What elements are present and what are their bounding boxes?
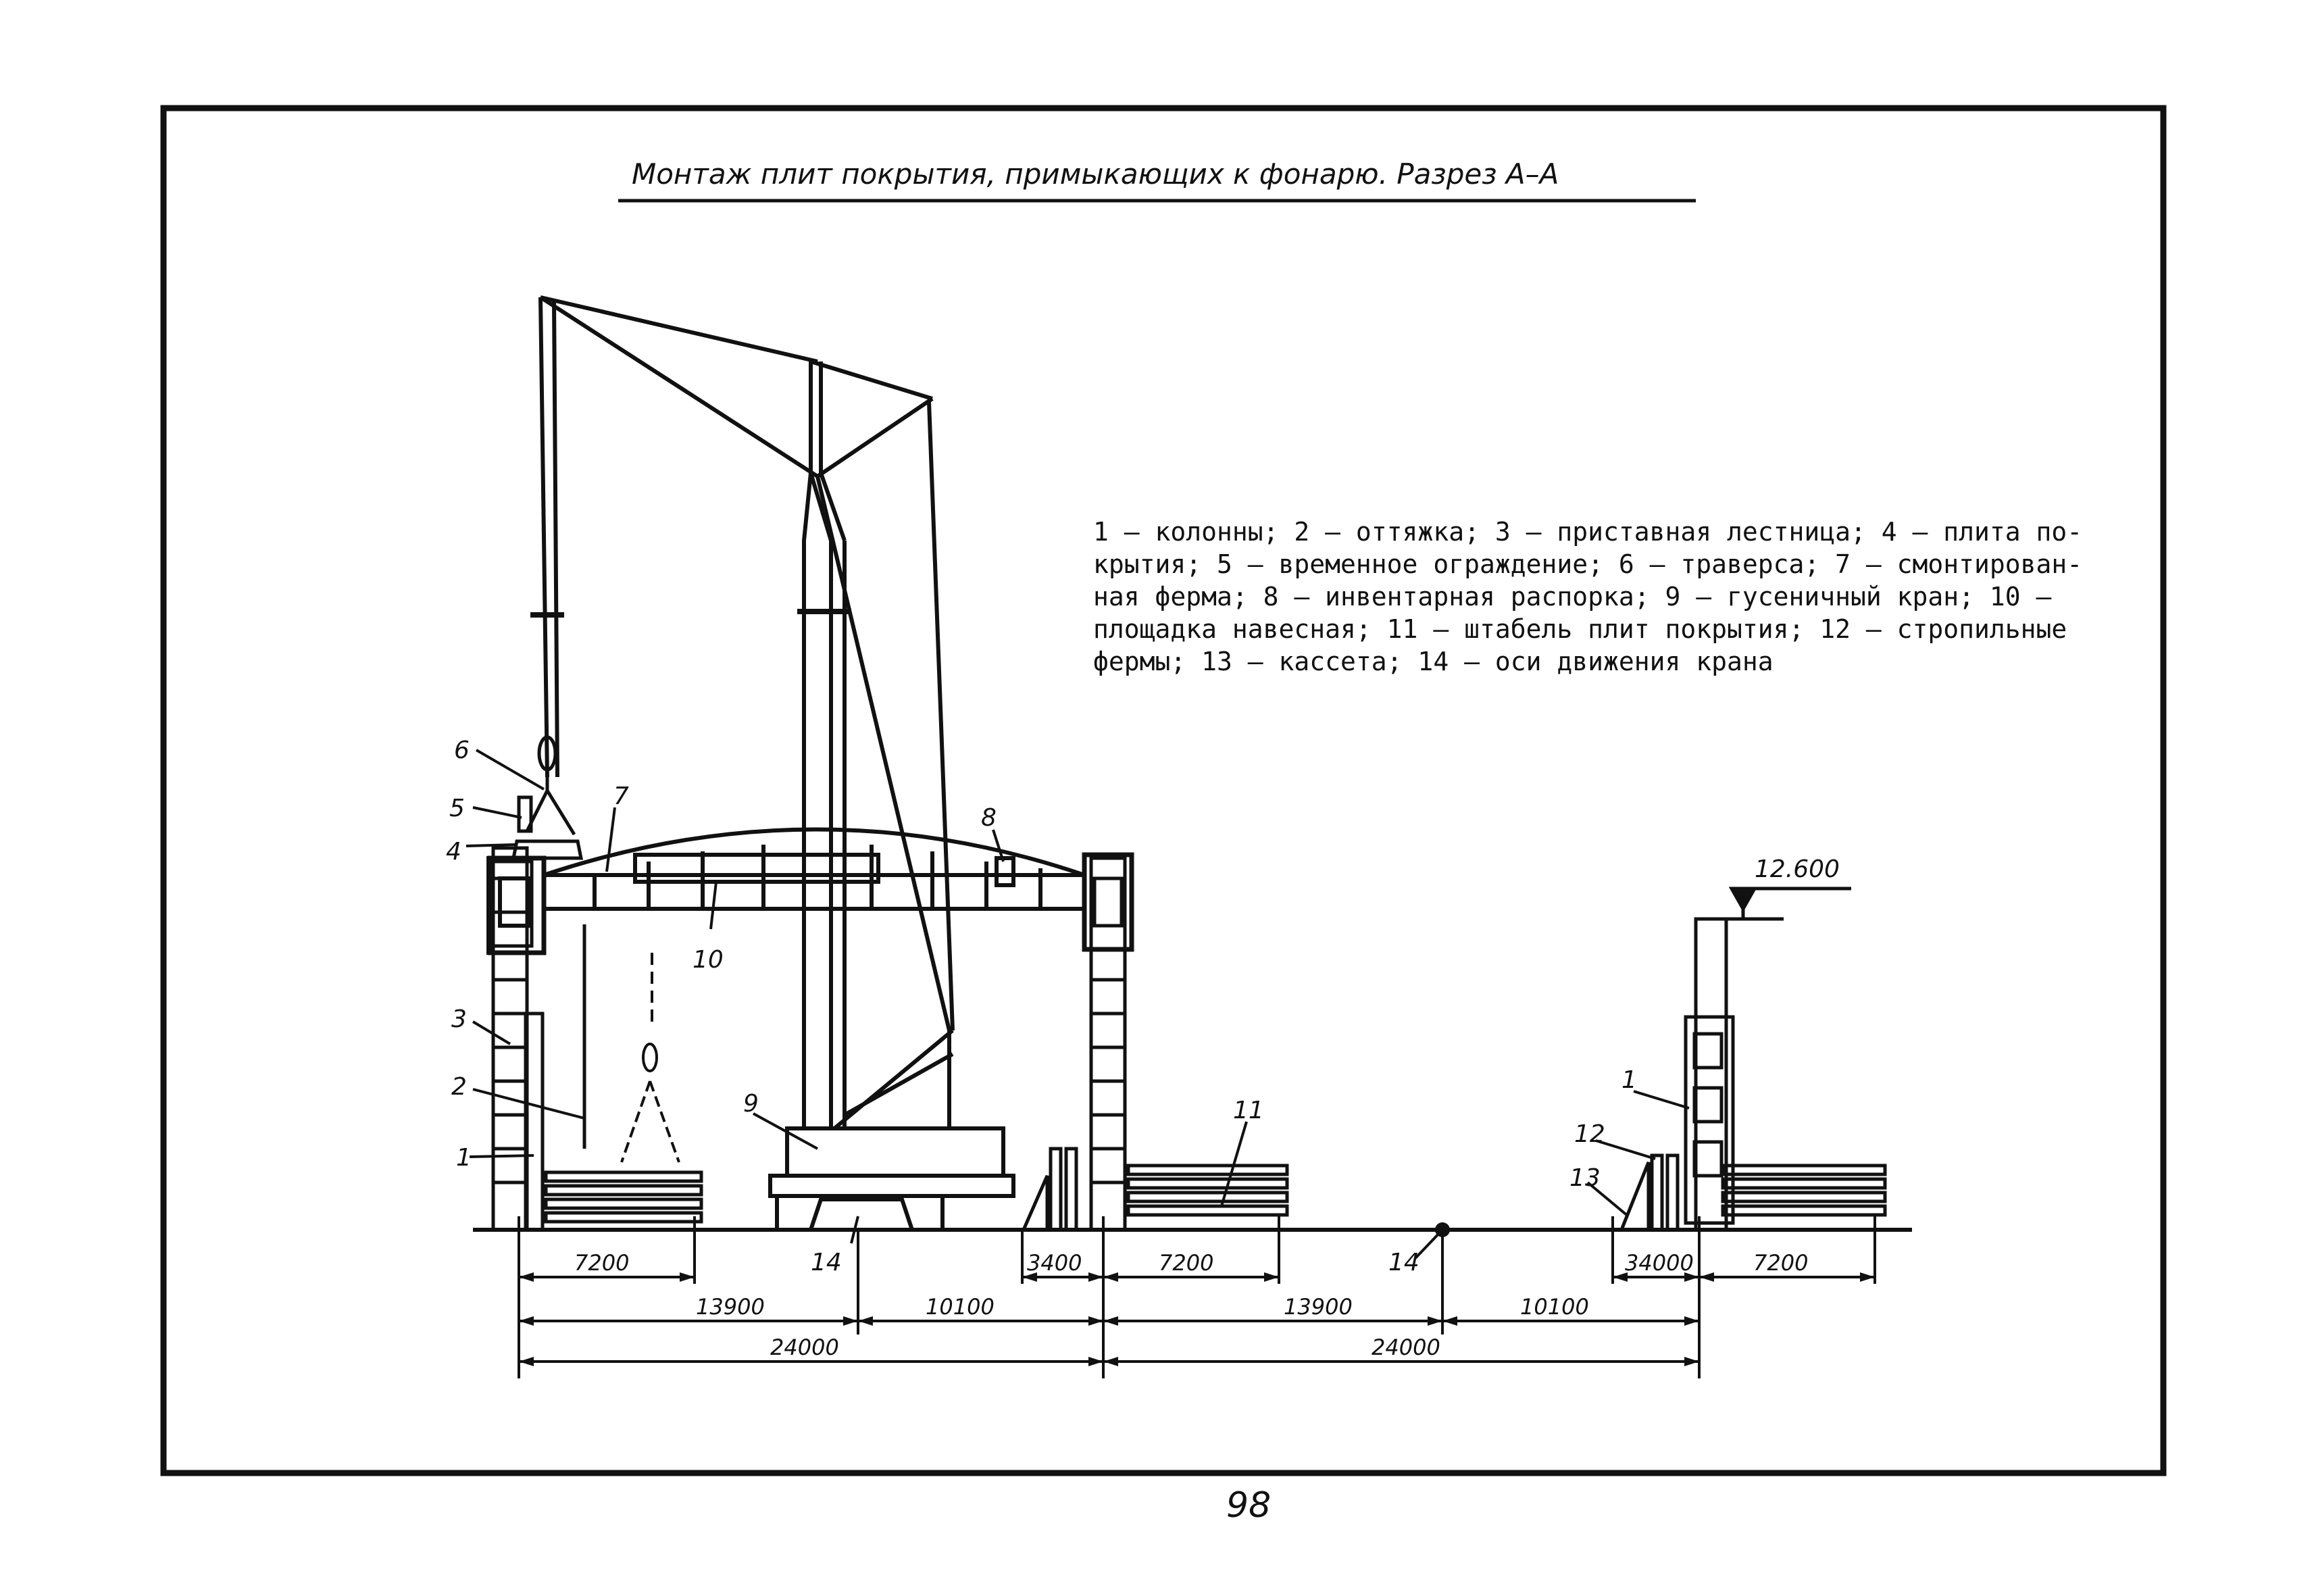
drawing-frame [160,105,2167,1476]
callout-5: 5 [449,795,465,822]
slab-stack-left [544,1170,703,1224]
traverse [511,735,584,860]
callout-14: 14 [1388,1249,1419,1276]
cassette-middle [1022,1147,1078,1232]
left-column [486,846,547,1232]
hanging-load [620,953,680,1163]
callout-leaders [466,749,1690,1244]
dimension-label: 13900 [696,1294,765,1320]
slab-stack-right [1721,1164,1887,1217]
right-column [1684,917,1784,1232]
dimension-label: 7200 [1159,1250,1213,1276]
dimension-label: 13900 [1284,1294,1353,1320]
callout-14: 14 [811,1249,842,1276]
elevation-label: 12.600 [1755,855,1840,883]
callout-12: 12 [1574,1120,1605,1148]
dimension-lines [518,1216,1876,1378]
page-number: 98 [1226,1485,1271,1526]
legend-line: крытия; 5 – временное ограждение; 6 – тр… [1093,549,2082,579]
drawing-title: Монтаж плит покрытия, примыкающих к фона… [632,157,1559,191]
callout-13: 13 [1569,1164,1601,1192]
roof-truss [543,827,1085,911]
callout-2: 2 [451,1073,467,1101]
callout-3: 3 [451,1005,467,1033]
legend-line: площадка навесная; 11 – штабель плит пок… [1093,614,2067,644]
callout-8: 8 [981,804,997,832]
legend-line: 1 – колонны; 2 – оттяжка; 3 – приставная… [1093,517,2082,547]
callout-1: 1 [1621,1066,1637,1094]
legend-line: ная ферма; 8 – инвентарная распорка; 9 –… [1093,582,2052,612]
callout-6: 6 [454,737,470,764]
dimension-label: 7200 [1753,1250,1808,1276]
dimension-arrows [519,1272,1875,1366]
cassette-right [1619,1153,1680,1232]
callout-10: 10 [693,946,724,974]
left-column-cap [486,856,546,955]
callout-4: 4 [446,838,461,866]
middle-column [1082,852,1134,1232]
legend-line: фермы; 13 – кассета; 14 – оси движения к… [1093,647,1774,676]
leader-line [1414,1228,1444,1260]
crawler-crane [530,295,1015,1232]
callout-1: 1 [456,1144,472,1172]
legend: 1 – колонны; 2 – оттяжка; 3 – приставная… [1093,517,2082,676]
callout-11: 11 [1233,1097,1264,1124]
slab-stack-middle [1126,1164,1289,1217]
dimension-label: 24000 [770,1335,839,1360]
callout-7: 7 [613,782,629,810]
callout-9: 9 [743,1090,759,1118]
elevation-mark [1728,887,1851,919]
dimension-label: 10100 [1520,1294,1589,1320]
dimension-label: 34000 [1625,1250,1694,1276]
dimension-label: 24000 [1372,1335,1440,1360]
dimension-label: 7200 [574,1250,629,1276]
dimension-label: 3400 [1027,1250,1082,1276]
dimension-label: 10100 [926,1294,995,1320]
